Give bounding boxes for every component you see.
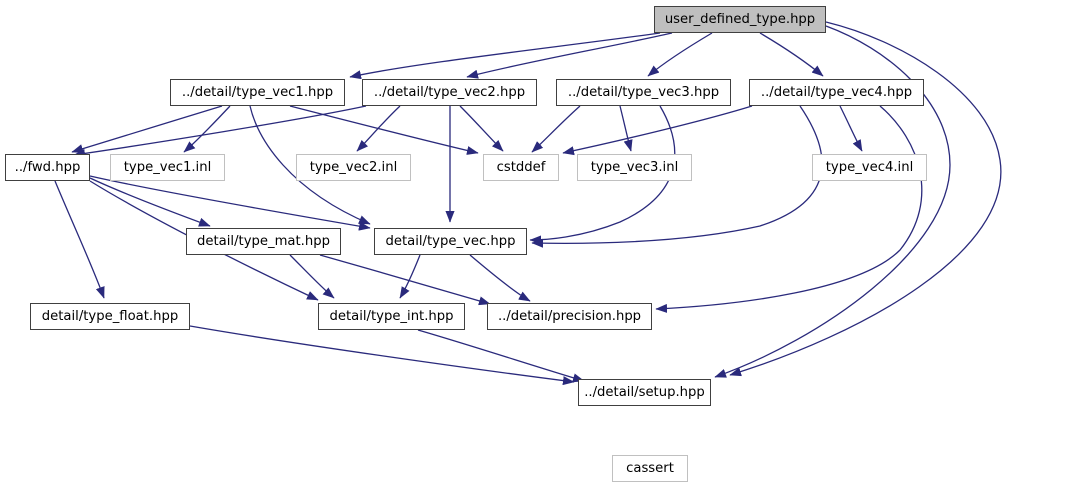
graph-node-label: ../detail/setup.hpp [584, 384, 705, 400]
graph-node-root[interactable]: user_defined_type.hpp [654, 6, 826, 33]
graph-node-label: ../detail/type_vec2.hpp [373, 84, 526, 100]
graph-node-label: ../fwd.hpp [14, 159, 81, 175]
graph-node-label: detail/type_float.hpp [41, 308, 179, 324]
graph-edge-fwd-to-typemat [89, 177, 211, 227]
graph-node-label: ../detail/type_vec4.hpp [760, 84, 913, 100]
graph-node-vec3[interactable]: ../detail/type_vec3.hpp [556, 79, 731, 106]
graph-edge-typevec-to-typeint [399, 254, 421, 299]
graph-edge-vec1-to-fwd [71, 105, 223, 154]
graph-edge-root-to-setup [729, 21, 1002, 377]
graph-node-setup[interactable]: ../detail/setup.hpp [578, 379, 711, 406]
graph-node-label: detail/type_int.hpp [329, 308, 454, 324]
graph-edge-vec4-to-cstddef [562, 105, 753, 156]
graph-node-vec4inl[interactable]: type_vec4.inl [812, 154, 927, 181]
graph-edge-root-to-setup [714, 25, 951, 378]
graph-node-vec1[interactable]: ../detail/type_vec1.hpp [170, 79, 345, 106]
graph-node-vec2[interactable]: ../detail/type_vec2.hpp [362, 79, 537, 106]
graph-node-label: detail/type_vec.hpp [385, 233, 516, 249]
graph-edge-vec4-to-precision [655, 105, 923, 314]
graph-node-label: ../detail/type_vec3.hpp [567, 84, 720, 100]
graph-node-label: user_defined_type.hpp [664, 11, 816, 27]
graph-node-cassert[interactable]: cassert [612, 455, 688, 482]
graph-edge-vec3-to-cstddef [531, 105, 581, 153]
graph-edge-fwd-to-typefloat [54, 180, 105, 299]
graph-edge-vec2-to-fwd [73, 105, 367, 158]
graph-node-vec2inl[interactable]: type_vec2.inl [296, 154, 411, 181]
graph-edge-typemat-to-precision [319, 254, 491, 306]
graph-node-precision[interactable]: ../detail/precision.hpp [487, 303, 652, 330]
graph-node-typeint[interactable]: detail/type_int.hpp [318, 303, 465, 330]
graph-edge-typemat-to-typeint [289, 254, 335, 299]
graph-edge-vec4-to-vec4inl [839, 105, 863, 152]
graph-node-vec1inl[interactable]: type_vec1.inl [110, 154, 225, 181]
graph-node-label: type_vec3.inl [590, 159, 679, 175]
graph-edge-vec1-to-typevec [249, 105, 371, 225]
graph-node-typefloat[interactable]: detail/type_float.hpp [30, 303, 190, 330]
graph-edge-root-to-vec3 [647, 32, 713, 77]
graph-edge-vec1-to-vec1inl [183, 105, 231, 153]
graph-node-label: cstddef [496, 159, 546, 175]
graph-node-cstddef[interactable]: cstddef [483, 154, 559, 181]
graph-edge-vec4-to-typevec [531, 105, 823, 248]
graph-edge-vec2-to-cstddef [459, 105, 504, 152]
graph-edge-fwd-to-typevec [89, 175, 371, 231]
graph-edge-typefloat-to-setup [189, 325, 575, 386]
graph-edge-typeint-to-setup [417, 329, 585, 383]
graph-node-label: cassert [626, 460, 674, 476]
graph-node-label: ../detail/precision.hpp [497, 308, 642, 324]
graph-edge-root-to-vec1 [349, 32, 661, 80]
graph-edge-root-to-vec2 [466, 32, 673, 79]
graph-node-vec4[interactable]: ../detail/type_vec4.hpp [749, 79, 924, 106]
graph-node-fwd[interactable]: ../fwd.hpp [5, 154, 90, 181]
graph-node-label: type_vec4.inl [825, 159, 914, 175]
graph-node-typemat[interactable]: detail/type_mat.hpp [186, 228, 341, 255]
graph-edge-vec2-to-vec2inl [356, 105, 401, 152]
graph-node-vec3inl[interactable]: type_vec3.inl [577, 154, 692, 181]
graph-edge-vec3-to-vec3inl [619, 105, 633, 152]
graph-edge-vec1-to-cstddef [289, 105, 479, 155]
graph-node-label: detail/type_mat.hpp [197, 233, 330, 249]
graph-edge-vec3-to-typevec [529, 105, 676, 245]
graph-node-label: ../detail/type_vec1.hpp [181, 84, 334, 100]
graph-node-typevec[interactable]: detail/type_vec.hpp [374, 228, 527, 255]
graph-node-label: type_vec1.inl [123, 159, 212, 175]
graph-edge-typevec-to-precision [469, 254, 531, 302]
graph-node-label: type_vec2.inl [309, 159, 398, 175]
graph-edge-root-to-vec4 [759, 32, 824, 77]
